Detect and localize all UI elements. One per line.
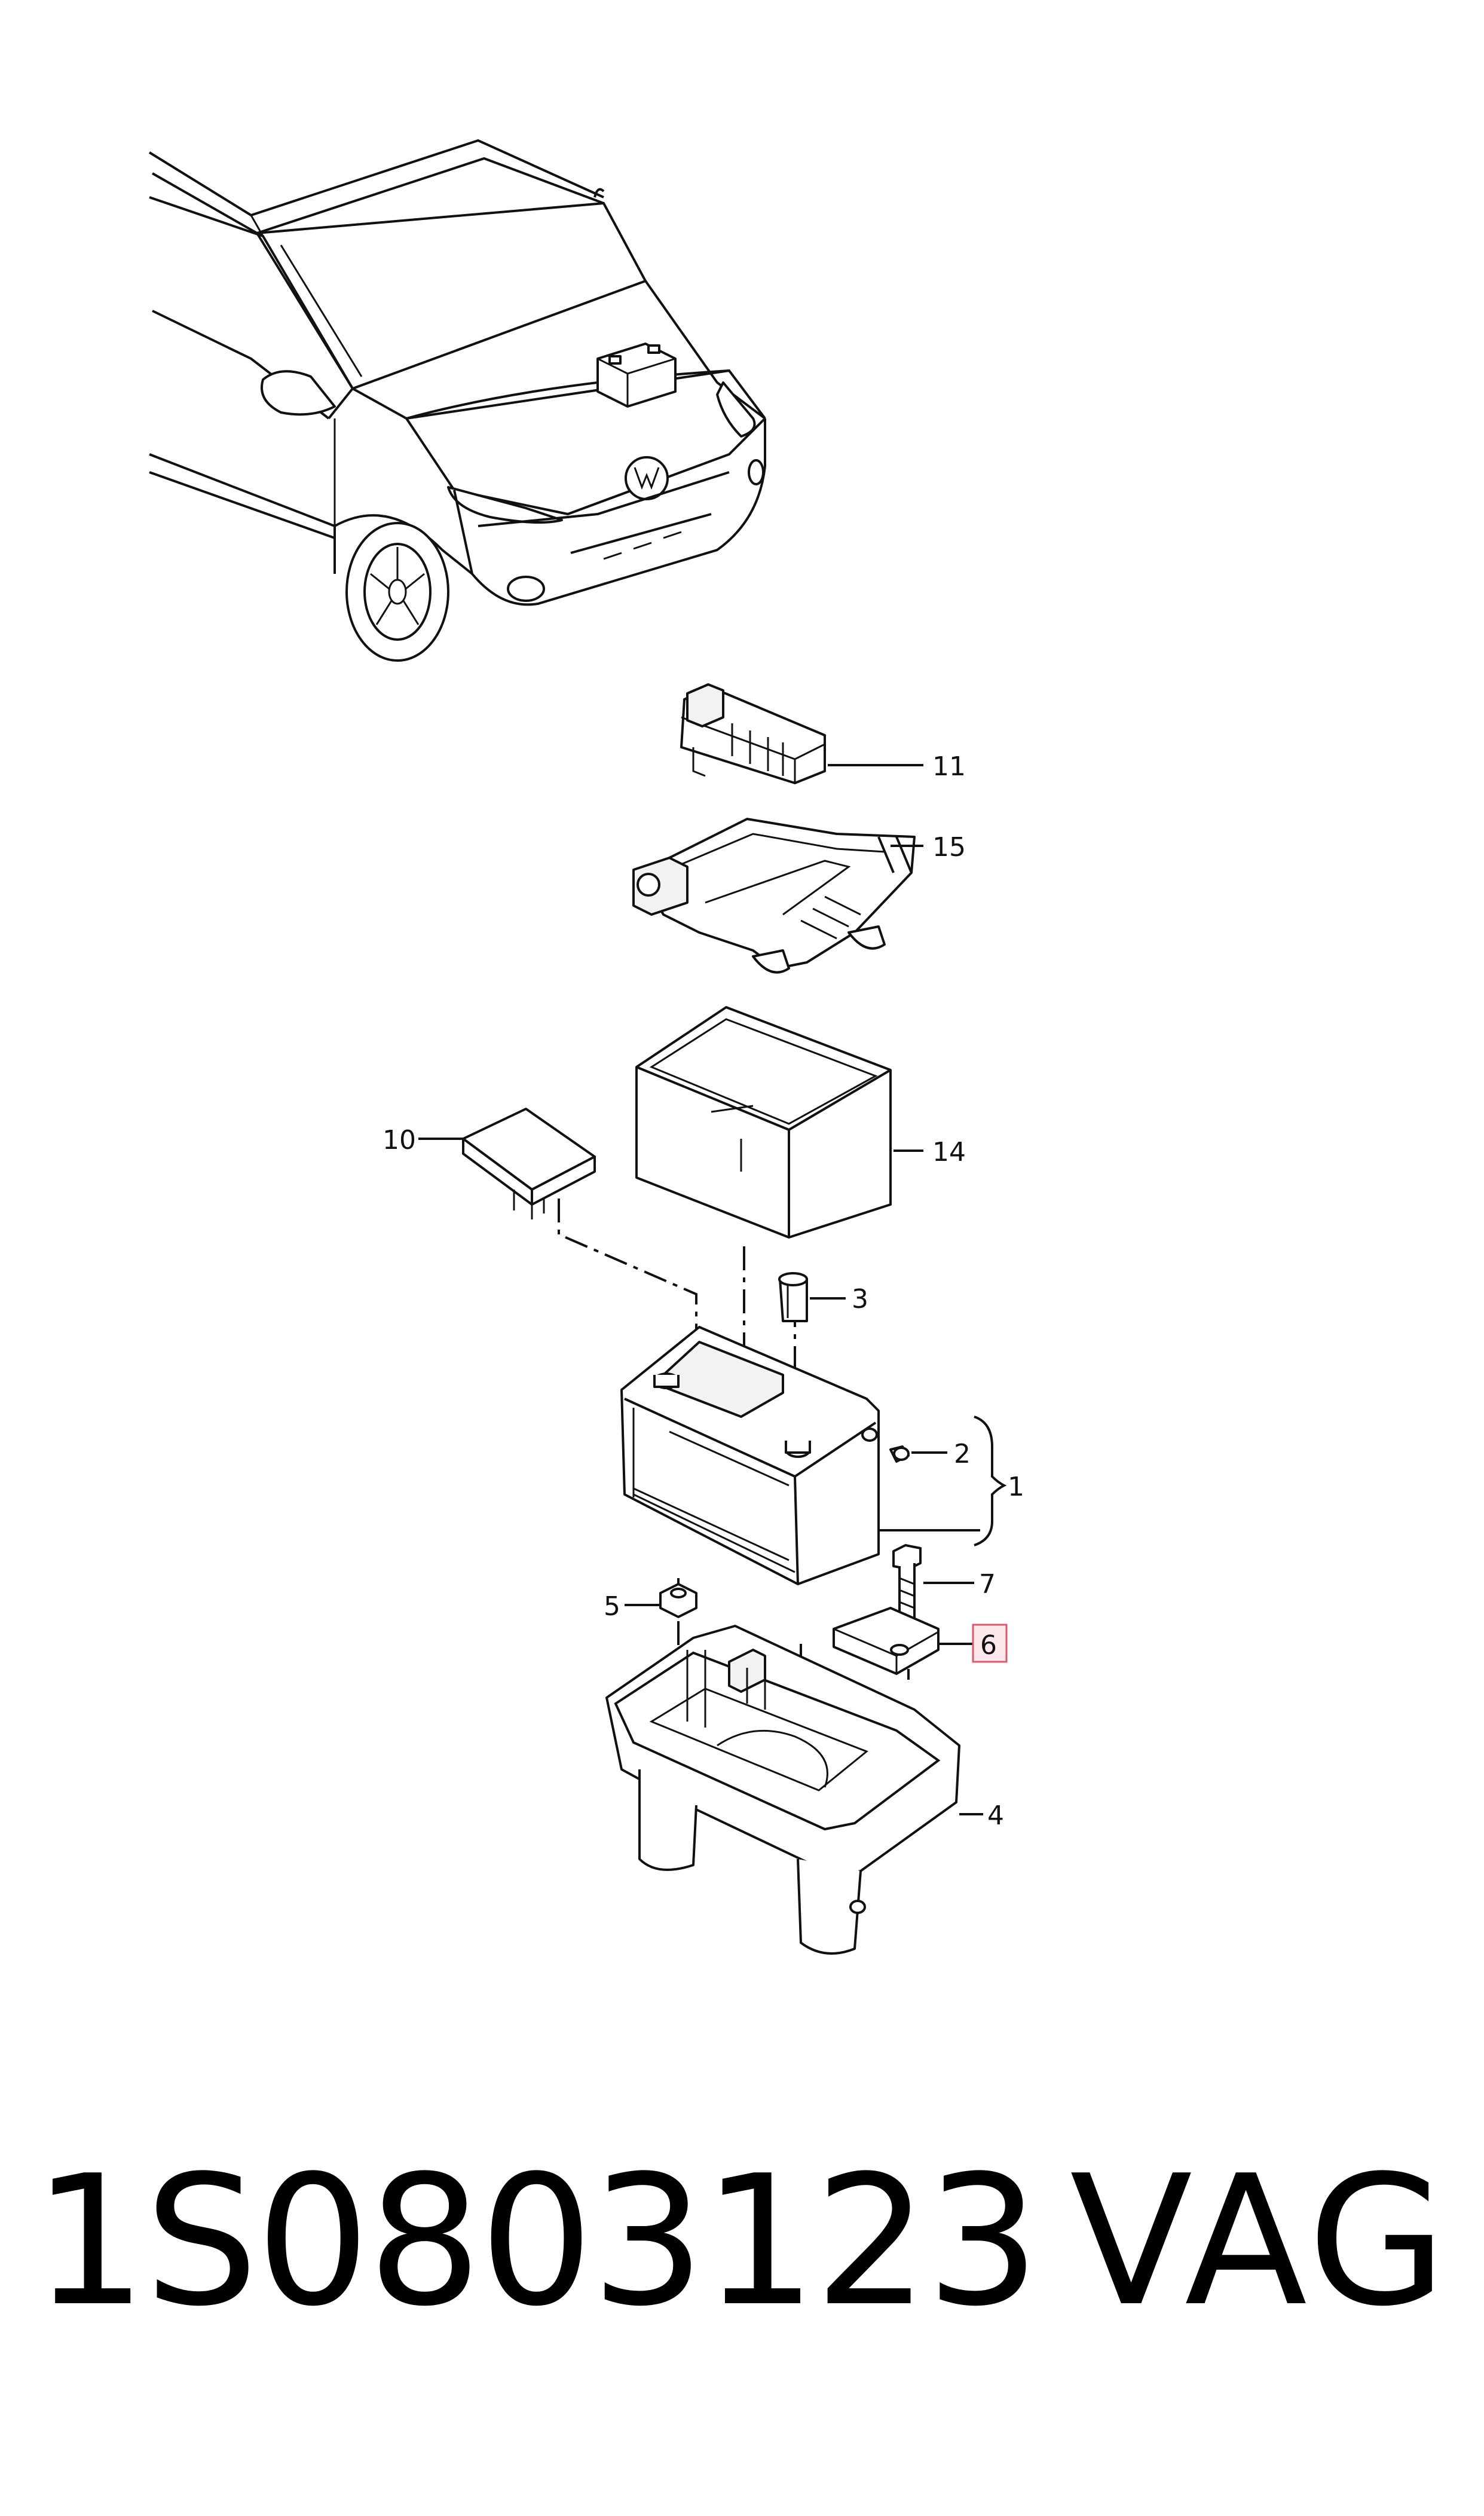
callout-7: 7 (979, 1569, 996, 1600)
brand-label: VAG (1070, 2137, 1451, 2346)
part-number: 1S0803123 (33, 2137, 1040, 2346)
callout-15: 15 (932, 832, 966, 863)
callout-3: 3 (852, 1284, 868, 1314)
part-1-battery (620, 1326, 880, 1585)
part-10-terminal-cover (418, 1108, 596, 1219)
callout-2: 2 (954, 1439, 971, 1469)
callout-10: 10 (383, 1125, 416, 1155)
part-5-nut (625, 1583, 697, 1618)
part-2-vent-plug (889, 1445, 947, 1463)
callout-1: 1 (1008, 1472, 1024, 1502)
car-illustration (148, 139, 766, 662)
part-14-fuse-holder (680, 683, 923, 784)
callout-14: 11 (932, 751, 966, 782)
callout-5: 5 (604, 1591, 620, 1622)
part-4-battery-tray (605, 1625, 983, 1955)
part-11-battery-cover (635, 1006, 923, 1239)
callout-6-highlight (972, 1624, 1008, 1663)
part-15-cable-carrier (632, 818, 923, 974)
callout-4: 4 (987, 1800, 1004, 1831)
callout-11: 14 (932, 1137, 966, 1167)
battery-icon (596, 343, 677, 408)
callout-6: 6 (980, 1630, 997, 1661)
part-3-terminal-clip (778, 1272, 846, 1322)
callout-labels: 11 15 14 10 3 2 1 7 6 5 4 (383, 751, 1024, 1831)
part-6-clamp-plate (833, 1607, 974, 1675)
